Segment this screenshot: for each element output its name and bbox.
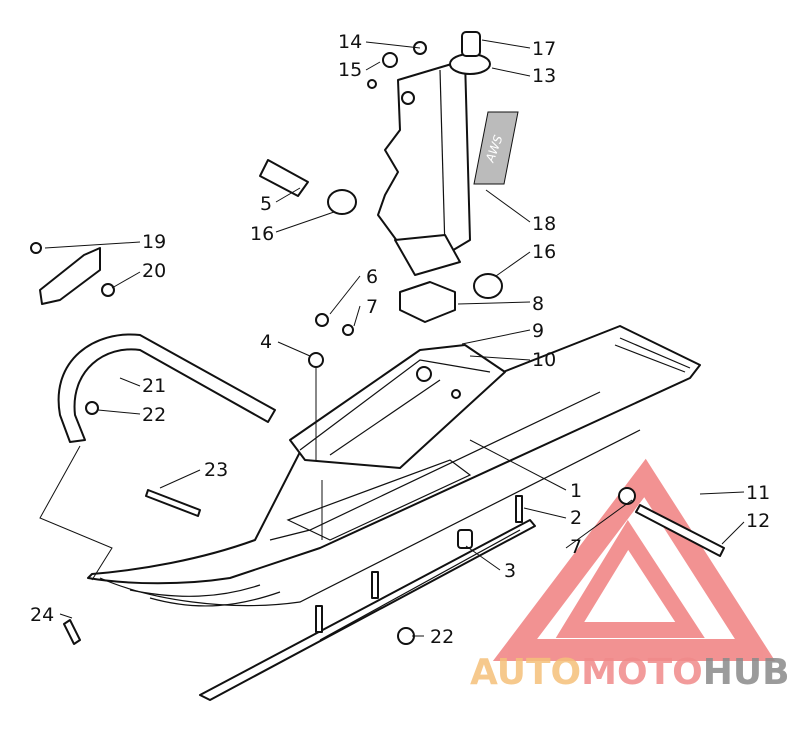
callout-4: 4 [260, 331, 272, 353]
svg-text:AUTOMOTOHUB: AUTOMOTOHUB [470, 652, 790, 693]
watermark-auto: AUTO [470, 652, 581, 693]
saddle [289, 344, 506, 469]
watermark-hub: HUB [703, 652, 790, 693]
leader-lines [39, 39, 745, 637]
watermark-text: AUTOMOTOHUB [470, 652, 790, 693]
watermark-moto: MOTO [581, 652, 703, 693]
callout-9: 9 [532, 320, 544, 342]
callout-labels: 14 17 15 13 5 16 18 19 16 20 6 7 8 9 4 1… [30, 31, 770, 648]
callout-10: 10 [532, 349, 556, 371]
callout-24: 24 [30, 604, 54, 626]
callout-13: 13 [532, 65, 556, 87]
callout-7b: 7 [570, 536, 582, 558]
callout-19: 19 [142, 231, 166, 253]
wear-bar [199, 495, 536, 701]
callout-16b: 16 [532, 241, 556, 263]
callout-16a: 16 [250, 223, 274, 245]
callout-2: 2 [570, 507, 582, 529]
spindle [377, 31, 491, 276]
callout-15: 15 [338, 59, 362, 81]
watermark-logo [492, 458, 776, 661]
callout-1: 1 [570, 480, 582, 502]
aws-decal: AWS [473, 111, 519, 185]
callout-11: 11 [746, 482, 770, 504]
callout-22a: 22 [142, 404, 166, 426]
callout-6: 6 [366, 266, 378, 288]
callout-8: 8 [532, 293, 544, 315]
callout-14: 14 [338, 31, 362, 53]
callout-18: 18 [532, 213, 556, 235]
callout-7a: 7 [366, 296, 378, 318]
watermark-triangle [492, 458, 776, 661]
callout-22b: 22 [430, 626, 454, 648]
handle-loop [57, 333, 276, 443]
callout-23: 23 [204, 459, 228, 481]
callout-17: 17 [532, 38, 556, 60]
callout-3: 3 [504, 560, 516, 582]
watermark-triangle-inner [555, 520, 705, 638]
callout-21: 21 [142, 375, 166, 397]
callout-12: 12 [746, 510, 770, 532]
callout-20: 20 [142, 260, 166, 282]
hardware [30, 41, 725, 645]
callout-5: 5 [260, 193, 272, 215]
